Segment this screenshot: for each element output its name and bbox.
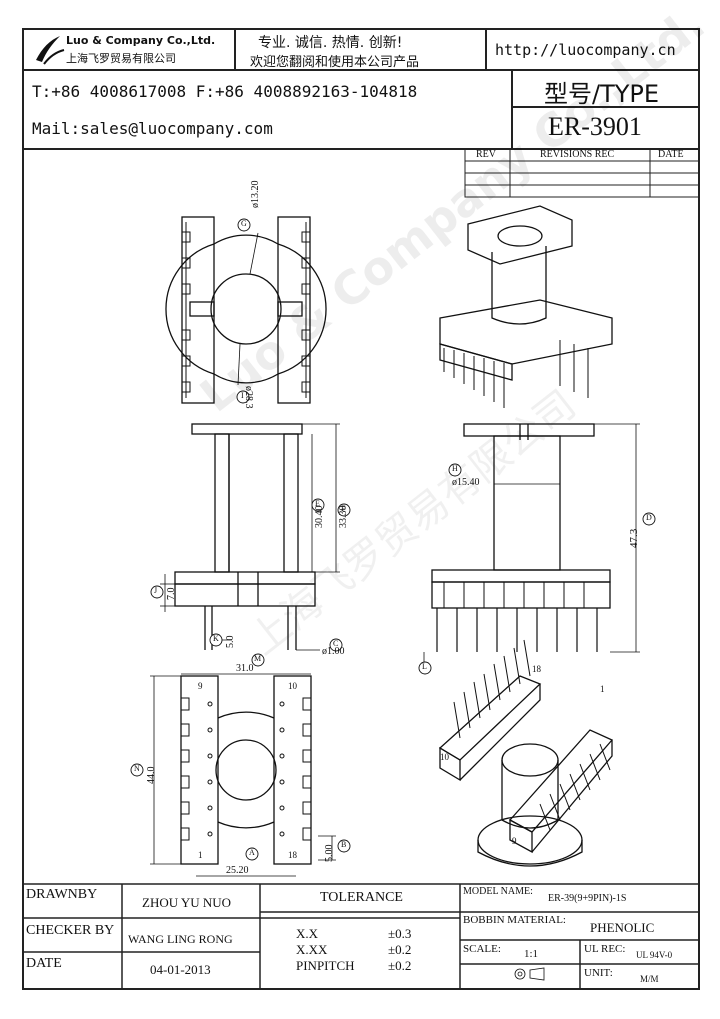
iso-pin-label-9: 9 — [512, 836, 517, 846]
unit-label: UNIT: — [584, 967, 613, 979]
iso-view-top — [439, 205, 613, 408]
rec-col-header: REVISIONS REC — [540, 149, 615, 160]
bobbin-label: BOBBIN MATERIAL: — [463, 914, 566, 926]
ul-value: UL 94V-0 — [636, 950, 673, 960]
callout-k: K — [213, 634, 219, 643]
tolerance-label: TOLERANCE — [320, 890, 403, 905]
drawnby-value: ZHOU YU NUO — [142, 895, 232, 910]
website-link[interactable]: http://luocompany.cn — [495, 41, 676, 59]
top-view — [165, 216, 327, 404]
dim-13-20: ø13.20 — [250, 180, 261, 209]
dim-25-20: 25.20 — [226, 865, 249, 876]
pin-label-18: 18 — [288, 850, 297, 860]
scale-label: SCALE: — [463, 943, 501, 955]
checker-value: WANG LING RONG — [128, 932, 233, 946]
callout-e: E — [315, 499, 320, 508]
callout-h: H — [452, 464, 458, 473]
iso-view-bottom — [438, 639, 614, 867]
tol-xx-label: X.X — [296, 926, 319, 941]
tol-pin-value: ±0.2 — [388, 958, 412, 973]
callout-b: B — [341, 840, 347, 849]
tol-xx-value: ±0.3 — [388, 926, 412, 941]
date-value: 04-01-2013 — [150, 962, 211, 977]
date-col-header: DATE — [658, 149, 684, 160]
phone-fax: T:+86 4008617008 F:+86 4008892163-104818 — [32, 82, 418, 101]
scale-value: 1:1 — [524, 948, 539, 960]
callout-d: D — [646, 513, 652, 522]
iso-pin-label-18: 18 — [532, 664, 541, 674]
dim-30-40: 30.40 — [314, 505, 325, 529]
callout-c: C — [333, 639, 339, 648]
header-vline-2 — [485, 28, 487, 71]
dim-44-0: 44.0 — [146, 766, 157, 785]
callout-i: I — [241, 391, 244, 400]
dim-5-00: 5.00 — [324, 844, 335, 863]
dim-28-3: ø28.3 — [243, 386, 254, 409]
header-divider — [22, 69, 700, 71]
dim-47-3: 47.3 — [628, 528, 640, 548]
info-divider — [22, 148, 700, 150]
type-value: ER-3901 — [548, 112, 642, 141]
pin-label-1: 1 — [198, 850, 203, 860]
projection-symbol-icon — [514, 967, 545, 981]
tol-xxx-label: X.XX — [296, 942, 328, 957]
front-view — [160, 423, 340, 651]
slogan-line1: 专业. 诚信. 热情. 创新! — [258, 35, 403, 51]
dim-31-0: 31.0 — [236, 663, 254, 674]
checker-label: CHECKER BY — [26, 923, 115, 938]
bobbin-value: PHENOLIC — [590, 920, 655, 935]
mail-address[interactable]: Mail:sales@luocompany.com — [32, 119, 273, 138]
model-label: MODEL NAME: — [463, 886, 533, 897]
type-hline — [511, 106, 700, 108]
dim-1-00: ø1.00 — [322, 646, 345, 657]
callout-j: J — [154, 586, 158, 595]
callout-l: L — [422, 662, 427, 671]
callout-f: F — [341, 504, 346, 513]
rev-col-header: REV — [476, 149, 496, 160]
model-value: ER-39(9+9PIN)-1S — [548, 893, 627, 904]
pin-label-9: 9 — [198, 681, 203, 691]
type-vline — [511, 70, 513, 149]
type-label: 型号/TYPE — [544, 80, 660, 108]
dim-15-40: ø15.40 — [452, 477, 480, 488]
pin-label-10: 10 — [288, 681, 297, 691]
drawing-sheet — [22, 28, 700, 990]
tol-xxx-value: ±0.2 — [388, 942, 412, 957]
unit-value: M/M — [640, 974, 659, 984]
ul-label: UL REC: — [584, 943, 626, 955]
title-block-frame — [22, 883, 700, 990]
callout-n: N — [134, 764, 140, 773]
iso-pin-label-1: 1 — [600, 684, 605, 694]
bottom-view — [150, 673, 336, 877]
slogan-line2: 欢迎您翻阅和使用本公司产品 — [250, 55, 420, 70]
drawnby-label: DRAWNBY — [26, 887, 98, 902]
callout-g: G — [241, 219, 247, 228]
date-label: DATE — [26, 956, 62, 971]
dim-7-0: 7.0 — [166, 587, 177, 601]
callout-m: M — [254, 654, 262, 663]
iso-pin-label-10: 10 — [440, 752, 449, 762]
tol-pin-label: PINPITCH — [296, 958, 355, 973]
company-logo-icon — [36, 36, 65, 65]
callout-a: A — [249, 848, 255, 857]
side-view — [423, 423, 640, 668]
dim-5-0: 5.0 — [225, 635, 236, 649]
company-name-en: Luo & Company Co.,Ltd. — [66, 34, 216, 47]
header-vline-1 — [234, 28, 236, 71]
company-name-cn: 上海飞罗贸易有限公司 — [66, 52, 176, 65]
